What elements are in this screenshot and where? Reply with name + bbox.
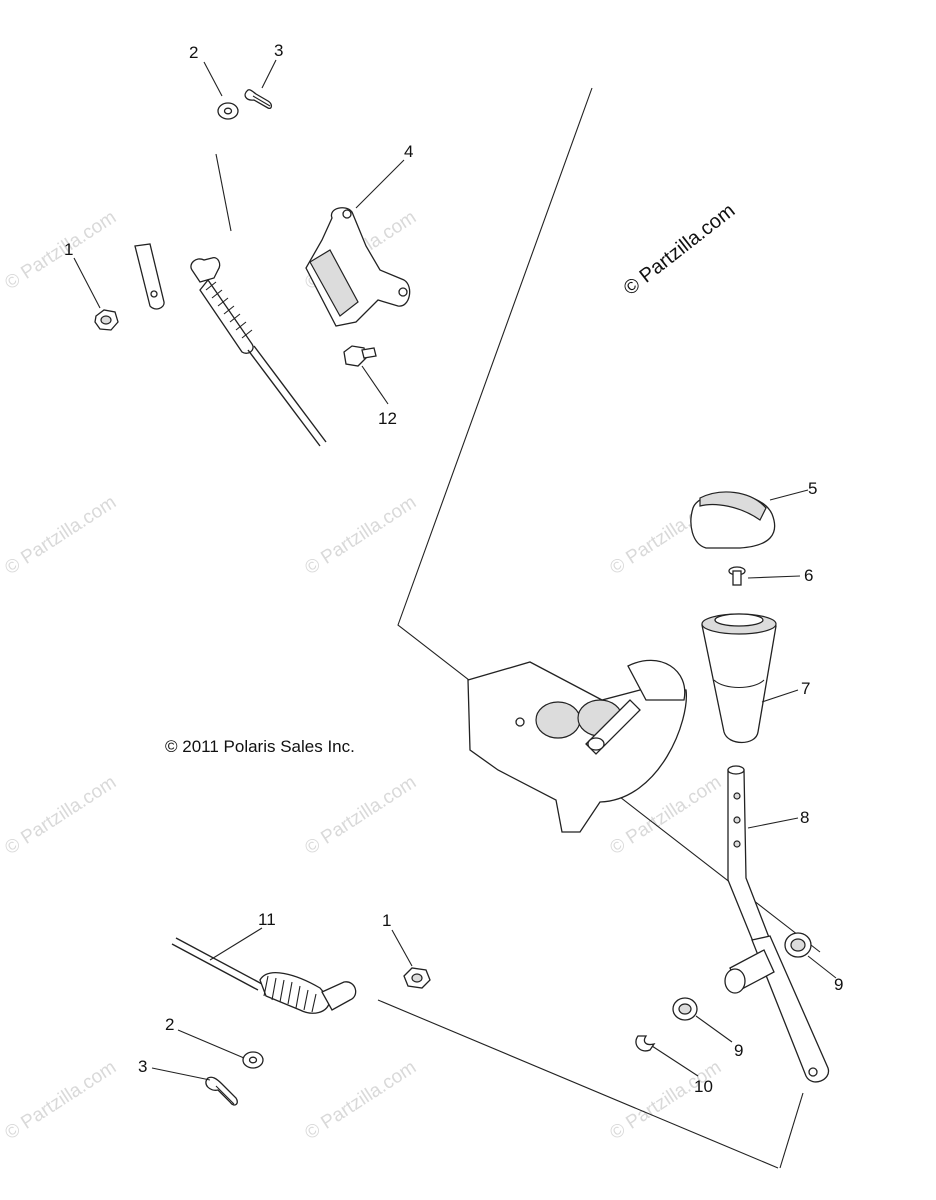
callout-11: 11 [258,910,276,929]
callout-9-lower: 9 [734,1041,743,1060]
washer-part-2-top [217,102,239,120]
copyright-partzilla: © Partzilla.com [620,200,740,300]
linkage-arm [134,243,165,310]
callout-8: 8 [800,808,809,827]
callout-1-bottom: 1 [382,911,391,930]
callout-2-top: 2 [189,43,198,62]
watermark: © Partzilla.com [301,1057,420,1144]
bracket-part-4 [305,207,411,327]
copyright-polaris: © 2011 Polaris Sales Inc. [165,737,355,756]
watermark: © Partzilla.com [1,492,120,579]
bushing-part-9-lower [672,997,698,1021]
callout-12: 12 [378,409,397,428]
watermark: © Partzilla.com [1,1057,120,1144]
callout-9-right: 9 [834,975,843,994]
hairpin-clip-part-3-top [244,89,273,110]
callout-leaders [73,59,837,1081]
watermark: © Partzilla.com [606,1057,725,1144]
cable-end-top [190,153,327,447]
shift-knob-part-7 [701,613,777,744]
washer-part-2-bottom [242,1051,264,1069]
callout-1-top: 1 [64,240,73,259]
hex-nut-part-1-top [94,309,119,331]
boundary-line-right [779,1092,804,1169]
shift-lever [724,935,830,1083]
boundary-line-lower [377,999,779,1169]
watermark: © Partzilla.com [1,772,120,859]
assembly-boundary [377,87,821,1169]
callout-labels: 2 3 1 4 12 5 6 7 8 9 9 10 11 1 2 3 [64,41,843,1096]
shift-knob-cap-part-5 [690,491,776,549]
watermark: © Partzilla.com [1,207,120,294]
hairpin-clip-part-3-bottom [205,1076,238,1106]
bushing-part-9-right [784,932,812,958]
flange-bolt-part-12 [343,345,377,367]
callout-3-bottom: 3 [138,1057,147,1076]
callout-3-top: 3 [274,41,283,60]
mounting-bracket [467,659,687,833]
watermark: © Partzilla.com [301,772,420,859]
callout-2-bottom: 2 [165,1015,174,1034]
screw-part-6 [728,566,746,586]
callout-7: 7 [801,679,810,698]
callout-6: 6 [804,566,813,585]
e-clip-part-10 [635,1035,656,1052]
shift-cable-part-11 [171,937,357,1014]
callout-5: 5 [808,479,817,498]
callout-4: 4 [404,142,413,161]
watermark: © Partzilla.com [301,492,420,579]
callout-10: 10 [694,1077,713,1096]
hex-nut-part-1-bottom [403,967,431,989]
boundary-line-upper [397,87,821,953]
shift-rod-part-8 [727,765,771,945]
